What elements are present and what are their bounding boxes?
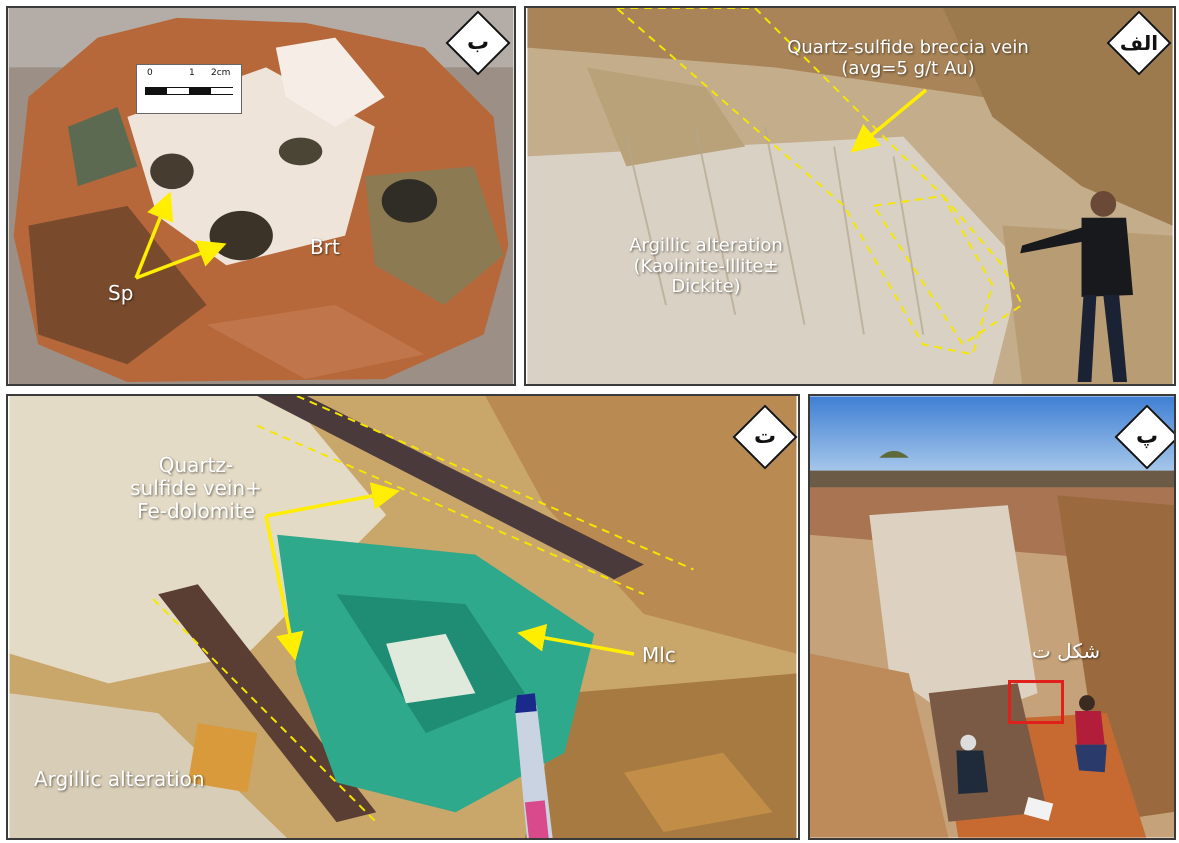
panel-te-badge: ت: [753, 424, 777, 449]
open-pit-photo: [810, 396, 1174, 838]
label-figure-te: شکل ت: [1032, 639, 1101, 663]
alteration-label-line1: Argillic alteration: [629, 235, 783, 256]
panel-te-arrows: [264, 482, 635, 661]
alteration-label-line2: (Kaolinite-Illite±: [633, 255, 779, 277]
figure-te-location-box: [1008, 680, 1064, 724]
panel-alef-badge: الف: [1119, 31, 1159, 55]
alteration-label-line3: Dickite): [671, 276, 741, 298]
vein-dolomite-line2: sulfide vein+: [130, 476, 262, 500]
panel-b-arrows: [134, 191, 227, 280]
label-sp: Sp: [108, 281, 134, 305]
panel-b-badge: ب: [466, 30, 490, 55]
vein-closeup-photo: [9, 396, 797, 838]
panel-alef-outcrop: Quartz-sulfide breccia vein (avg=5 g/t A…: [524, 6, 1176, 386]
alteration-label: Argillic alteration (Kaolinite-Illite± D…: [586, 235, 826, 298]
vein-label: Quartz-sulfide breccia vein (avg=5 g/t A…: [758, 37, 1058, 79]
panel-pe-open-pit: شکل ت پ: [808, 394, 1176, 840]
vein-label-line1: Quartz-sulfide breccia vein: [787, 37, 1029, 58]
label-brt: Brt: [310, 235, 340, 259]
panel-alef-arrows: [850, 88, 928, 153]
scale-bar: 0 1 2cm: [136, 64, 242, 114]
label-argillic-alteration: Argillic alteration: [34, 767, 205, 791]
panel-b-hand-specimen: 0 1 2cm Sp Brt ب: [6, 6, 516, 386]
label-mlc: Mlc: [642, 643, 676, 667]
panel-pe-badge: پ: [1135, 424, 1159, 449]
vein-dolomite-label: Quartz- sulfide vein+ Fe-dolomite: [116, 454, 276, 523]
vein-dolomite-line1: Quartz-: [158, 453, 234, 477]
scale-label-0: 0: [147, 68, 153, 78]
vein-label-line2: (avg=5 g/t Au): [841, 57, 975, 79]
outcrop-photo: [527, 8, 1173, 384]
scale-label-2cm: 2cm: [211, 68, 231, 78]
scale-label-1: 1: [189, 68, 195, 78]
vein-dolomite-line3: Fe-dolomite: [137, 499, 255, 523]
panel-te-vein-closeup: Quartz- sulfide vein+ Fe-dolomite Mlc Ar…: [6, 394, 800, 840]
